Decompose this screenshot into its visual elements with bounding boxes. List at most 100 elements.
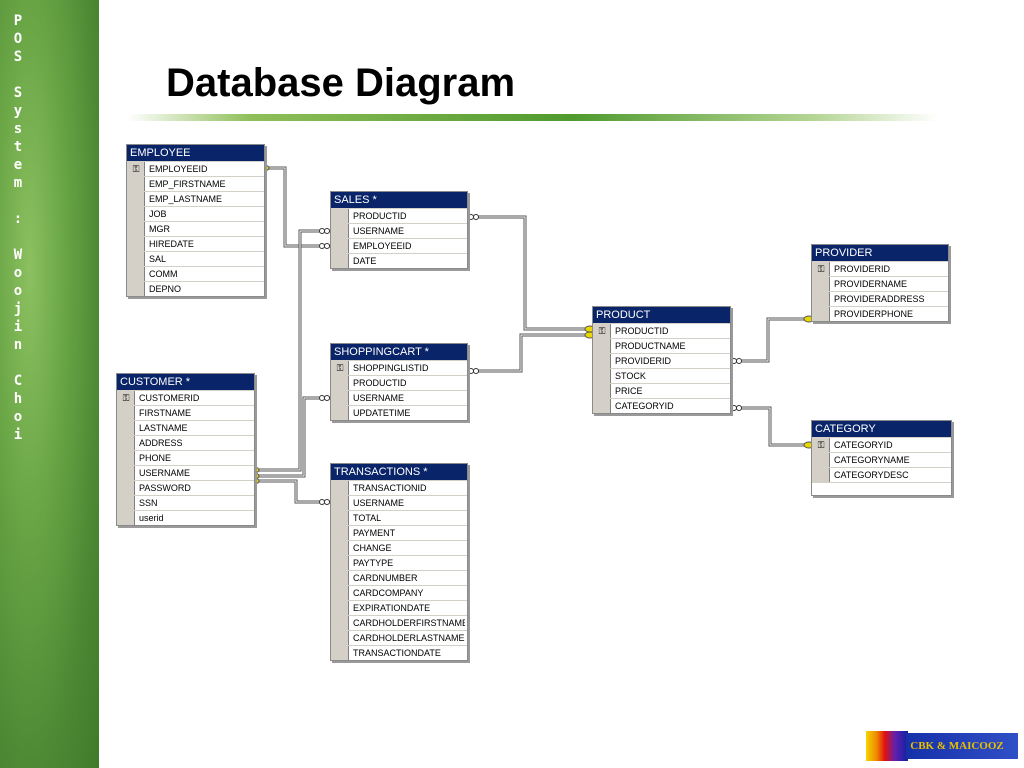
row-selector[interactable] <box>117 466 135 480</box>
table-column-row[interactable]: ⚿PRODUCTID <box>593 323 730 338</box>
table-title[interactable]: SHOPPINGCART * <box>331 344 467 360</box>
table-column-row[interactable]: ADDRESS <box>117 435 254 450</box>
table-column-row[interactable]: PAYMENT <box>331 525 467 540</box>
table-title[interactable]: CUSTOMER * <box>117 374 254 390</box>
table-column-row[interactable]: EMP_FIRSTNAME <box>127 176 264 191</box>
table-column-row[interactable]: userid <box>117 510 254 525</box>
row-selector[interactable] <box>117 481 135 495</box>
row-selector[interactable]: ⚿ <box>593 324 611 338</box>
table-column-row[interactable]: EMPLOYEEID <box>331 238 467 253</box>
table-title[interactable]: SALES * <box>331 192 467 208</box>
table-column-row[interactable]: DATE <box>331 253 467 268</box>
row-selector[interactable] <box>331 224 349 238</box>
table-column-row[interactable]: COMM <box>127 266 264 281</box>
row-selector[interactable]: ⚿ <box>812 438 830 452</box>
table-column-row[interactable]: STOCK <box>593 368 730 383</box>
row-selector[interactable] <box>117 421 135 435</box>
row-selector[interactable] <box>331 376 349 390</box>
row-selector[interactable] <box>812 453 830 467</box>
table-column-row[interactable]: ⚿EMPLOYEEID <box>127 161 264 176</box>
table-column-row[interactable]: TRANSACTIONDATE <box>331 645 467 660</box>
table-column-row[interactable]: PROVIDERID <box>593 353 730 368</box>
row-selector[interactable] <box>331 646 349 660</box>
table-title[interactable]: EMPLOYEE <box>127 145 264 161</box>
row-selector[interactable] <box>127 237 145 251</box>
table-column-row[interactable]: USERNAME <box>331 495 467 510</box>
row-selector[interactable]: ⚿ <box>127 162 145 176</box>
table-column-row[interactable]: EXPIRATIONDATE <box>331 600 467 615</box>
row-selector[interactable] <box>331 481 349 495</box>
row-selector[interactable] <box>331 616 349 630</box>
row-selector[interactable] <box>127 252 145 266</box>
table-column-row[interactable]: CATEGORYDESC <box>812 467 951 482</box>
table-column-row[interactable]: CHANGE <box>331 540 467 555</box>
table-column-row[interactable]: SAL <box>127 251 264 266</box>
row-selector[interactable]: ⚿ <box>812 262 830 276</box>
row-selector[interactable] <box>331 209 349 223</box>
row-selector[interactable] <box>127 222 145 236</box>
table-column-row[interactable]: FIRSTNAME <box>117 405 254 420</box>
row-selector[interactable] <box>812 292 830 306</box>
table-column-row[interactable]: EMP_LASTNAME <box>127 191 264 206</box>
row-selector[interactable] <box>127 267 145 281</box>
table-column-row[interactable]: PRODUCTID <box>331 375 467 390</box>
table-column-row[interactable]: JOB <box>127 206 264 221</box>
row-selector[interactable] <box>331 526 349 540</box>
row-selector[interactable] <box>127 192 145 206</box>
table-column-row[interactable]: PHONE <box>117 450 254 465</box>
row-selector[interactable] <box>117 511 135 525</box>
row-selector[interactable] <box>593 354 611 368</box>
row-selector[interactable]: ⚿ <box>331 361 349 375</box>
row-selector[interactable] <box>117 451 135 465</box>
row-selector[interactable] <box>331 391 349 405</box>
table-title[interactable]: PROVIDER <box>812 245 948 261</box>
table-column-row[interactable]: DEPNO <box>127 281 264 296</box>
row-selector[interactable] <box>331 556 349 570</box>
table-column-row[interactable]: ⚿SHOPPINGLISTID <box>331 360 467 375</box>
table-column-row[interactable]: PRICE <box>593 383 730 398</box>
table-column-row[interactable]: PROVIDERNAME <box>812 276 948 291</box>
row-selector[interactable] <box>331 511 349 525</box>
table-column-row[interactable]: CARDCOMPANY <box>331 585 467 600</box>
row-selector[interactable] <box>812 277 830 291</box>
table-column-row[interactable]: ⚿CATEGORYID <box>812 437 951 452</box>
table-column-row[interactable]: CARDHOLDERLASTNAME <box>331 630 467 645</box>
row-selector[interactable] <box>331 406 349 420</box>
table-column-row[interactable]: ⚿PROVIDERID <box>812 261 948 276</box>
row-selector[interactable] <box>812 307 830 321</box>
row-selector[interactable] <box>331 541 349 555</box>
row-selector[interactable] <box>812 468 830 482</box>
table-column-row[interactable]: PRODUCTID <box>331 208 467 223</box>
table-column-row[interactable]: PRODUCTNAME <box>593 338 730 353</box>
table-column-row[interactable]: LASTNAME <box>117 420 254 435</box>
row-selector[interactable] <box>593 399 611 413</box>
row-selector[interactable] <box>593 384 611 398</box>
table-column-row[interactable]: TOTAL <box>331 510 467 525</box>
table-column-row[interactable]: CARDHOLDERFIRSTNAME <box>331 615 467 630</box>
row-selector[interactable] <box>331 496 349 510</box>
row-selector[interactable] <box>127 282 145 296</box>
row-selector[interactable] <box>331 571 349 585</box>
table-column-row[interactable]: ⚿CUSTOMERID <box>117 390 254 405</box>
table-column-row[interactable]: PAYTYPE <box>331 555 467 570</box>
row-selector[interactable] <box>117 406 135 420</box>
row-selector[interactable] <box>331 254 349 268</box>
table-column-row[interactable]: USERNAME <box>117 465 254 480</box>
table-column-row[interactable]: USERNAME <box>331 223 467 238</box>
table-title[interactable]: TRANSACTIONS * <box>331 464 467 480</box>
row-selector[interactable] <box>331 631 349 645</box>
row-selector[interactable] <box>593 369 611 383</box>
row-selector[interactable]: ⚿ <box>117 391 135 405</box>
table-title[interactable]: PRODUCT <box>593 307 730 323</box>
row-selector[interactable] <box>593 339 611 353</box>
table-column-row[interactable]: CARDNUMBER <box>331 570 467 585</box>
table-column-row[interactable]: PROVIDERPHONE <box>812 306 948 321</box>
table-column-row[interactable]: TRANSACTIONID <box>331 480 467 495</box>
row-selector[interactable] <box>331 586 349 600</box>
